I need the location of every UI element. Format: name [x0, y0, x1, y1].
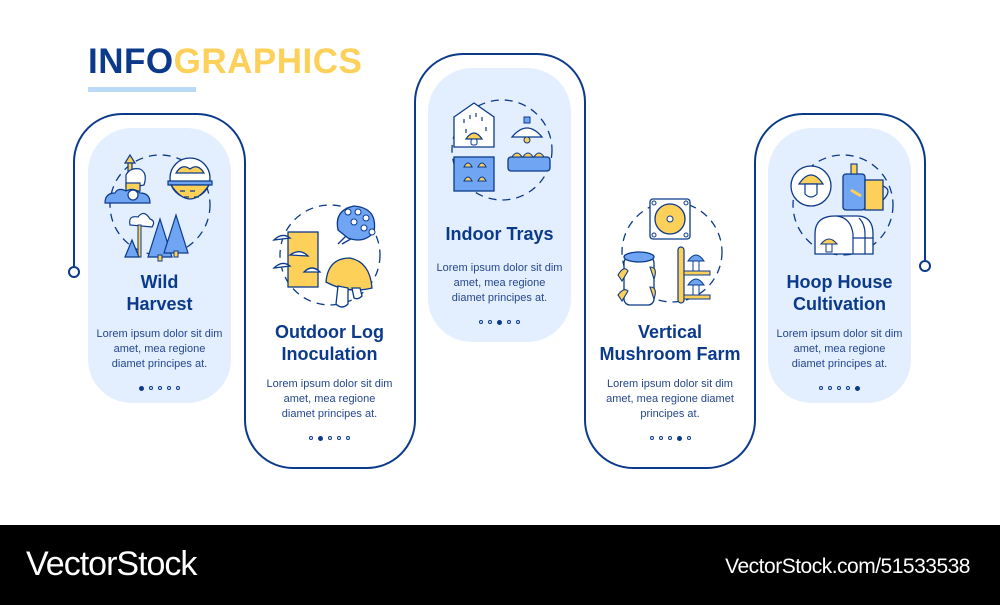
step-description: Lorem ipsum dolor sit dim amet, mea regi…	[266, 378, 393, 420]
step-card-vertical-mushroom-farm: Vertical Mushroom Farm Lorem ipsum dolor…	[590, 321, 750, 441]
dot-2	[149, 386, 153, 390]
title-part-graphics: GRAPHICS	[173, 42, 363, 81]
watermark-brand: VectorStock	[26, 545, 197, 583]
dot-2	[658, 436, 663, 440]
dot-1	[309, 436, 313, 440]
end-node-dot	[919, 260, 931, 272]
step-title: Vertical Mushroom Farm	[599, 322, 741, 364]
dot-4	[167, 386, 171, 390]
watermark-reference: VectorStock.com/51533538	[725, 555, 970, 578]
dot-1	[649, 436, 654, 440]
dot-3	[837, 386, 841, 390]
step-card-indoor-trays: Indoor Trays Lorem ipsum dolor sit dim a…	[428, 223, 571, 325]
step-description: Lorem ipsum dolor sit dim amet, mea regi…	[776, 328, 903, 370]
start-node-dot	[68, 266, 80, 278]
pagination-dots	[88, 386, 231, 391]
step-title: Wild Harvest	[126, 272, 193, 314]
pagination-dots	[258, 436, 401, 441]
dot-3	[667, 436, 672, 440]
dot-4	[846, 386, 850, 390]
pagination-dots	[768, 386, 911, 391]
step-title: Indoor Trays	[445, 224, 554, 244]
step-title: Hoop House Cultivation	[786, 272, 893, 314]
step-description: Lorem ipsum dolor sit dim amet, mea regi…	[436, 262, 563, 304]
step-card-wild-harvest: Wild Harvest Lorem ipsum dolor sit dim a…	[88, 271, 231, 391]
dot-4	[337, 436, 341, 440]
dot-3	[497, 320, 502, 325]
dot-2	[828, 386, 832, 390]
pagination-dots	[590, 436, 750, 441]
step-description: Lorem ipsum dolor sit dim amet, mea regi…	[606, 378, 734, 420]
step-card-5-background	[768, 128, 911, 403]
watermark-bar: VectorStock VectorStock.com/51533538	[0, 525, 1000, 605]
dot-5	[855, 386, 860, 391]
hoop-house-icon	[790, 154, 894, 256]
indoor-trays-icon	[451, 99, 553, 201]
pagination-dots	[428, 320, 571, 325]
log-inoculation-icon	[272, 204, 381, 308]
dot-5	[516, 320, 520, 324]
dot-3	[328, 436, 332, 440]
connector-path	[68, 53, 931, 469]
dot-5	[176, 386, 180, 390]
dot-5	[686, 436, 691, 440]
wild-harvest-icon	[104, 153, 213, 262]
infographics-title: INFOGRAPHICS	[88, 44, 362, 79]
dot-3	[158, 386, 162, 390]
dot-1	[479, 320, 483, 324]
dot-2	[488, 320, 492, 324]
step-card-hoop-house-cultivation: Hoop House Cultivation Lorem ipsum dolor…	[768, 271, 911, 391]
dot-4	[676, 436, 682, 441]
title-part-info: INFO	[88, 42, 174, 81]
dot-2	[318, 436, 323, 441]
step-description: Lorem ipsum dolor sit dim amet, mea regi…	[96, 328, 223, 370]
vertical-farm-icon	[617, 198, 723, 306]
dot-1	[139, 386, 144, 391]
step-title: Outdoor Log Inoculation	[275, 322, 384, 364]
dot-1	[819, 386, 823, 390]
title-underline	[88, 87, 196, 92]
dot-5	[346, 436, 350, 440]
step-card-outdoor-log-inoculation: Outdoor Log Inoculation Lorem ipsum dolo…	[258, 321, 401, 441]
step-card-3-background	[428, 68, 571, 342]
dot-4	[507, 320, 511, 324]
